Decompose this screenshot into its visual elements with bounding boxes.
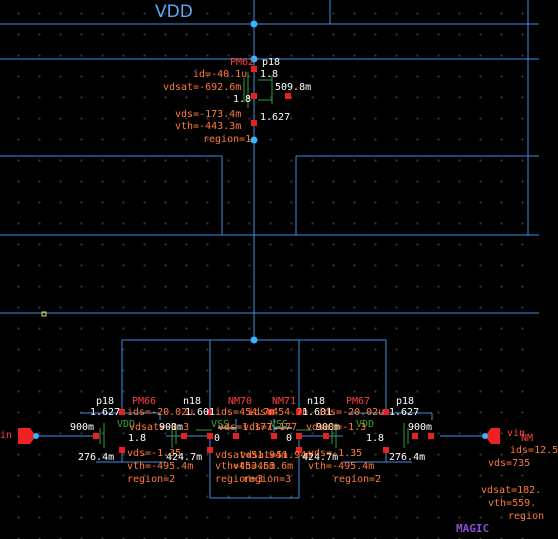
pm66-ids: ids=-20.02u — [127, 407, 194, 418]
nm71-vth: vth=453.6m — [233, 461, 294, 472]
pm66-vdsat: vdsat=-1.3 — [129, 422, 190, 433]
net-label-vss-left: VSS — [211, 419, 230, 430]
right-device-region: region — [508, 511, 545, 522]
pm66-region: region=2 — [127, 474, 176, 485]
pm67-region: region=2 — [333, 474, 382, 485]
right-device-vds: vds=735 — [488, 458, 531, 469]
nm70-ids: ids=454.7n — [215, 407, 276, 418]
right-device-name: NM — [521, 433, 534, 444]
nm70-region: region=3 — [215, 474, 264, 485]
pm67-vds: vds=-1.35 — [308, 448, 363, 459]
pm62-node-b: 1.8 — [233, 94, 252, 105]
pm67-vdsat: vdsat=-1.3 — [306, 422, 367, 433]
pm62-name: PM62 — [230, 57, 255, 68]
pm67-ids: ids=-20.02u — [318, 407, 385, 418]
pm62-vds: vds=-173.4m — [175, 109, 242, 120]
nm70-vdsat: vdsat=51.94m — [215, 450, 288, 461]
nm71-name: NM71 — [272, 396, 297, 407]
pm67-node-d: 276.4m — [389, 452, 426, 463]
pm66-node-b: 1.8 — [128, 433, 147, 444]
net-label-vdd-pm66: VDD — [117, 419, 136, 430]
nm71-overlap-vds: vds=1.177 — [243, 422, 298, 433]
pm62-region: region=1 — [203, 134, 252, 145]
pm62-node-d: 1.627 — [260, 112, 291, 123]
pm66-node-g: 900m — [70, 422, 95, 433]
pm62-node-g: 509.8m — [275, 82, 312, 93]
net-label-vss-right: VSS — [270, 419, 289, 430]
pm62-node-s: 1.8 — [260, 69, 279, 80]
right-device-vdsat: vdsat=182. — [481, 485, 542, 496]
pm62-model: p18 — [262, 57, 281, 68]
pm62-vth: vth=-443.3m — [175, 121, 242, 132]
nm71-model: n18 — [307, 396, 326, 407]
pm62-vdsat: vdsat=-692.6m — [163, 82, 242, 93]
port-label-vin-left: in — [0, 430, 13, 441]
nm70-name: NM70 — [228, 396, 253, 407]
nm70-overlap-vds: vds=1.177 — [218, 422, 273, 433]
nm71-region: region=3 — [243, 474, 292, 485]
net-label-vdd-pm67: VDD — [356, 419, 375, 430]
schematic-wires — [0, 0, 539, 499]
port-label-vin-right: vin — [507, 428, 526, 439]
nm71-node-d: 1.601 — [302, 407, 333, 418]
pm62-id: id=-40.1u — [193, 69, 248, 80]
nm70-node-d: 1.601 — [185, 407, 216, 418]
pm67-node-b: 1.8 — [366, 433, 385, 444]
nm70-vth: vth=453.6m — [215, 461, 276, 472]
pm67-node-s: 1.627 — [389, 407, 420, 418]
right-device-vth: vth=559. — [488, 498, 537, 509]
pm66-name: PM66 — [132, 396, 157, 407]
pm66-vds: vds=-1.35 — [127, 448, 182, 459]
nm71-node-g: 900m — [316, 422, 341, 433]
nm71-vdsat: vdsat=51.94m — [240, 450, 313, 461]
pm67-name: PM67 — [346, 396, 371, 407]
nm70-model: n18 — [183, 396, 202, 407]
nm71-node-s: 424.7m — [302, 452, 339, 463]
nm70-node-b: 0 — [214, 433, 221, 444]
nm71-node-b: 0 — [286, 433, 293, 444]
nm70-node-s: 424.7m — [166, 452, 203, 463]
pm67-node-g: 900m — [408, 422, 433, 433]
watermark: MAGIC — [456, 522, 490, 535]
nm71-ids: ids=454.7n — [248, 407, 309, 418]
pm66-model: p18 — [96, 396, 115, 407]
pm67-vth: vth=-495.4m — [308, 461, 375, 472]
pm66-node-s: 1.627 — [90, 407, 121, 418]
pm66-vth: vth=-495.4m — [127, 461, 194, 472]
pm67-model: p18 — [396, 396, 415, 407]
nm70-node-g: 900m — [159, 422, 184, 433]
net-label-vdd: VDD — [155, 2, 193, 22]
pm66-node-d: 276.4m — [78, 452, 115, 463]
right-device-ids: ids=12.5 — [510, 445, 558, 456]
